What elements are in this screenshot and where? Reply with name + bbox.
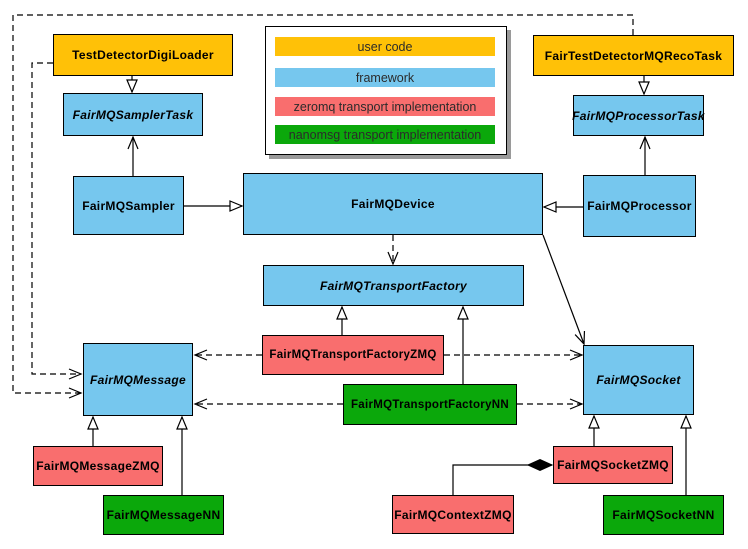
node-label: FairMQSampler bbox=[82, 198, 175, 213]
node-fairmq-socket-nn: FairMQSocketNN bbox=[603, 495, 724, 535]
legend-item-nanomsg: nanomsg transport implementation bbox=[275, 125, 495, 144]
node-fair-test-detector-mq-reco-task: FairTestDetectorMQRecoTask bbox=[533, 35, 734, 76]
node-label: TestDetectorDigiLoader bbox=[72, 48, 214, 62]
node-label: FairMQSocketZMQ bbox=[557, 458, 669, 472]
node-label: FairMQMessageNN bbox=[106, 508, 221, 522]
node-label: FairMQMessageZMQ bbox=[36, 459, 160, 473]
node-label: FairMQSamplerTask bbox=[72, 107, 194, 122]
node-test-detector-digi-loader: TestDetectorDigiLoader bbox=[53, 34, 233, 76]
node-fairmq-processor: FairMQProcessor bbox=[583, 175, 696, 237]
legend-label: zeromq transport implementation bbox=[293, 99, 477, 114]
legend: user code framework zeromq transport imp… bbox=[265, 26, 507, 155]
legend-label: nanomsg transport implementation bbox=[288, 127, 482, 142]
node-fairmq-message-nn: FairMQMessageNN bbox=[103, 495, 224, 535]
node-fairmq-processor-task: FairMQProcessorTask bbox=[572, 95, 705, 136]
node-label: FairMQContextZMQ bbox=[394, 507, 512, 522]
node-label: FairTestDetectorMQRecoTask bbox=[544, 48, 723, 63]
node-fairmq-socket: FairMQSocket bbox=[583, 345, 694, 415]
node-label: FairMQMessage bbox=[90, 372, 186, 387]
edge-device-socket bbox=[542, 234, 586, 346]
legend-item-zeromq: zeromq transport implementation bbox=[275, 97, 495, 116]
node-fairmq-transport-factory: FairMQTransportFactory bbox=[263, 265, 524, 306]
node-fairmq-sampler: FairMQSampler bbox=[73, 176, 184, 235]
node-label: FairMQTransportFactoryZMQ bbox=[269, 349, 437, 361]
node-fairmq-socket-zmq: FairMQSocketZMQ bbox=[553, 446, 673, 484]
node-fairmq-message: FairMQMessage bbox=[83, 343, 193, 416]
node-label: FairMQTransportFactoryNN bbox=[350, 398, 509, 411]
node-label: FairMQProcessorTask bbox=[572, 108, 705, 123]
node-fairmq-message-zmq: FairMQMessageZMQ bbox=[33, 446, 163, 486]
legend-item-user-code: user code bbox=[275, 37, 495, 56]
legend-item-framework: framework bbox=[275, 68, 495, 87]
legend-label: user code bbox=[357, 39, 413, 54]
edge-contextzmq-socketzmq bbox=[452, 465, 552, 495]
node-label: FairMQTransportFactory bbox=[319, 278, 468, 293]
node-fairmq-transport-factory-zmq: FairMQTransportFactoryZMQ bbox=[262, 335, 444, 375]
node-label: FairMQProcessor bbox=[587, 199, 692, 213]
node-label: FairMQSocket bbox=[596, 373, 681, 387]
node-fairmq-device: FairMQDevice bbox=[243, 173, 543, 235]
node-label: FairMQSocketNN bbox=[612, 508, 715, 522]
node-fairmq-sampler-task: FairMQSamplerTask bbox=[63, 93, 203, 136]
legend-label: framework bbox=[355, 70, 415, 85]
node-label: FairMQDevice bbox=[351, 197, 435, 211]
node-fairmq-transport-factory-nn: FairMQTransportFactoryNN bbox=[343, 384, 517, 425]
node-fairmq-context-zmq: FairMQContextZMQ bbox=[392, 495, 514, 534]
